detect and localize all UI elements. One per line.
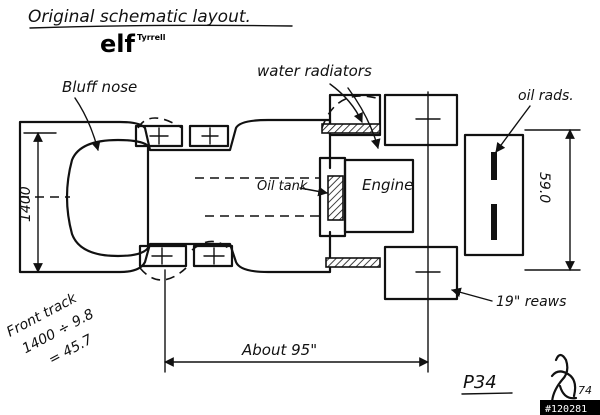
page-ref-underline <box>461 392 513 395</box>
oil-rads-arrow <box>495 105 531 153</box>
car-outline <box>18 118 332 274</box>
front-wheel-bottom <box>138 244 234 268</box>
water-radiators-label: water radiators <box>257 62 372 80</box>
oil-rad-pack <box>463 133 525 257</box>
title-underline <box>29 24 293 29</box>
elf-logo: elf <box>100 30 136 58</box>
lower-radiator <box>325 257 381 268</box>
oil-tank <box>327 175 344 221</box>
wheelbase-label: About 95" <box>241 341 317 359</box>
front-wheel-top <box>134 124 230 148</box>
engine-label: Engine <box>362 176 413 194</box>
wheel-arc-bottom-2 <box>191 240 233 253</box>
water-radiators-arrow-2 <box>347 87 381 149</box>
bluff-nose-arrow <box>74 97 101 151</box>
page-ref: P34 <box>463 372 497 393</box>
width-label-left: 1400 <box>18 186 34 222</box>
signature-mark: 74 <box>578 384 592 397</box>
upper-sidepod <box>328 93 382 137</box>
watermark-bg <box>540 400 600 415</box>
oil-rad-2 <box>491 204 497 240</box>
wheel-arc-top <box>137 117 183 129</box>
rear-wheels-arrow <box>451 287 493 302</box>
front-track-notes: Front track 1400 ÷ 9.8 = 45.7 <box>4 290 97 368</box>
engine-block <box>343 158 415 234</box>
signature <box>550 353 578 406</box>
width-label-right: 59.0 <box>536 172 552 203</box>
oil-tank-label: Oil tank <box>257 179 308 194</box>
sketch-title: Original schematic layout. <box>28 7 251 27</box>
oil-tank-arrow <box>299 186 328 197</box>
tyrrell-logo: Tyrrell <box>137 33 166 42</box>
water-radiators-arrow <box>329 83 363 123</box>
rear-wheels-label: 19" reaws <box>496 294 566 310</box>
watermark: #120281 <box>545 404 587 415</box>
nose-body <box>65 138 150 258</box>
bluff-nose-label: Bluff nose <box>62 78 137 96</box>
rear-upper-box <box>383 93 459 147</box>
rear-lower-box <box>383 245 459 301</box>
wheel-arc-bottom <box>139 267 187 281</box>
oil-rads-label: oil rads. <box>518 88 574 104</box>
upper-radiator <box>321 123 381 134</box>
oil-rad-1 <box>491 152 497 180</box>
radiator-arc <box>321 95 377 129</box>
engine-bay <box>318 156 347 238</box>
